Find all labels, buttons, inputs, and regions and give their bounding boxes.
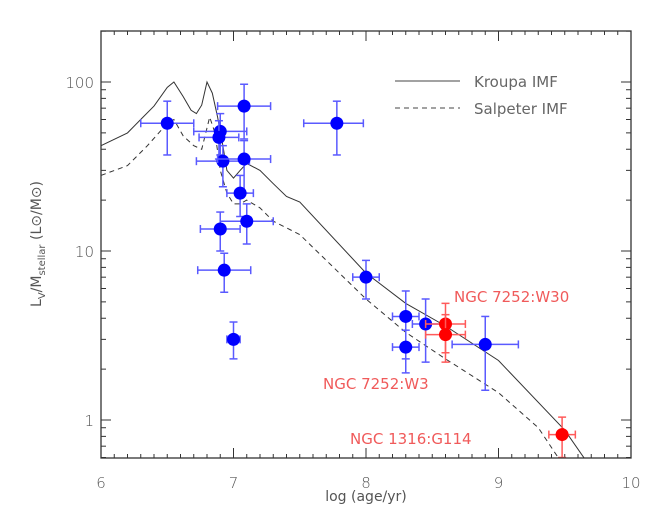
blue-data-point bbox=[226, 174, 255, 218]
data-points bbox=[140, 83, 577, 458]
blue-data-point bbox=[199, 211, 241, 252]
plot-frame bbox=[100, 30, 632, 459]
cluster-label: NGC 1316:G114 bbox=[350, 430, 472, 448]
axis-ticks bbox=[100, 30, 632, 458]
blue-data-point bbox=[352, 259, 380, 300]
x-tick-label: 7 bbox=[229, 474, 239, 492]
x-tick-label: 9 bbox=[494, 474, 504, 492]
kroupa-line bbox=[101, 80, 585, 458]
blue-data-point bbox=[302, 100, 365, 156]
blue-data-point bbox=[451, 315, 520, 391]
model-lines bbox=[101, 80, 585, 458]
red-data-point bbox=[424, 313, 467, 363]
blue-data-point bbox=[196, 252, 252, 294]
cluster-label: NGC 7252:W30 bbox=[454, 288, 569, 306]
y-tick-label: 10 bbox=[75, 243, 94, 261]
x-tick-label: 6 bbox=[96, 474, 106, 492]
blue-data-point bbox=[198, 119, 240, 160]
legend-kroupa-label: Kroupa IMF bbox=[474, 73, 558, 91]
blue-data-point bbox=[391, 329, 420, 374]
legend: Kroupa IMF Salpeter IMF bbox=[395, 73, 568, 118]
y-tick-label: 1 bbox=[84, 412, 94, 430]
y-axis-title: LV/Mstellar (L⊙/M⊙) bbox=[29, 181, 48, 307]
legend-salpeter-label: Salpeter IMF bbox=[474, 100, 568, 118]
blue-data-point bbox=[219, 203, 274, 245]
x-axis-title: log (age/yr) bbox=[325, 489, 407, 505]
cluster-label: NGC 7252:W3 bbox=[323, 375, 429, 393]
blue-data-point bbox=[195, 144, 251, 188]
blue-data-point bbox=[216, 83, 272, 140]
x-tick-label: 8 bbox=[361, 474, 371, 492]
y-tick-label: 100 bbox=[65, 74, 94, 92]
axis-tick-labels: 6 7 8 9 10 1 10 100 bbox=[65, 74, 640, 492]
blue-data-point bbox=[226, 321, 241, 360]
blue-data-point bbox=[140, 100, 195, 156]
x-tick-label: 10 bbox=[621, 474, 640, 492]
red-data-point bbox=[548, 416, 577, 458]
